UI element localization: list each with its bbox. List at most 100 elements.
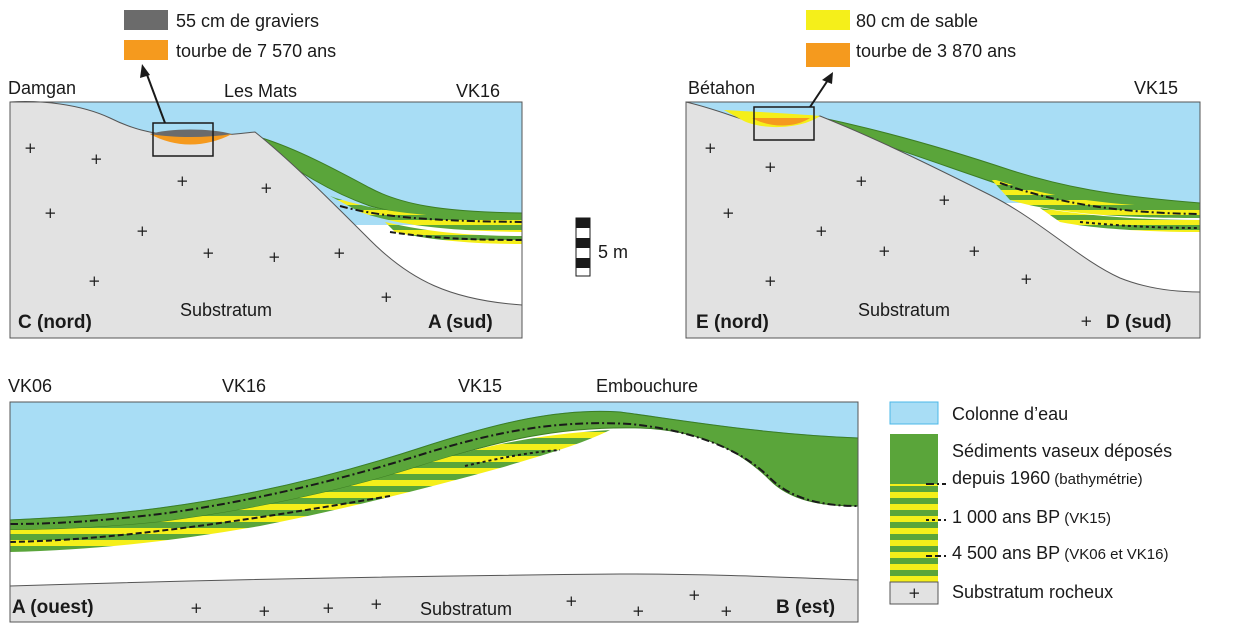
panel-c-a-horizon-4500 [389, 231, 523, 241]
panel-c-a-arrow-head [140, 64, 150, 78]
plus-mark: + [190, 599, 203, 617]
panel-c-a-lens-upper [330, 196, 522, 232]
plus-mark: + [764, 272, 777, 290]
legend-age1000-note: (VK15) [1060, 510, 1111, 527]
plus-mark: + [202, 244, 215, 262]
panel-e-d-substratum-label: Substratum [858, 300, 950, 320]
core-vk15-bottom: VK15 [458, 376, 502, 396]
plus-mark: + [333, 244, 346, 262]
legend-age4500-main: 4 500 ans BP [952, 543, 1060, 563]
panel-c-a-substratum-label: Substratum [180, 300, 272, 320]
plus-mark: + [720, 602, 733, 620]
corner-e-nord: E (nord) [696, 312, 769, 333]
plus-mark: + [90, 150, 103, 168]
panel-e-d-lens-upper [990, 178, 1200, 218]
place-embouchure: Embouchure [596, 376, 698, 396]
panel-a-b-horizon-1000 [464, 449, 561, 467]
plus-mark: + [136, 222, 149, 240]
panel-e-d-frame [685, 101, 1201, 339]
inset-sand-swatch [806, 10, 850, 30]
legend-mud-swatch [890, 434, 938, 484]
inset-peat-swatch [124, 40, 168, 60]
panel-a-b-stripes [10, 430, 610, 552]
core-vk16-bottom: VK16 [222, 376, 266, 396]
plus-mark: + [176, 172, 189, 190]
core-vk15-top: VK15 [1134, 78, 1178, 98]
panel-e-d: 80 cm de sable tourbe de 3 870 ans Bétah… [685, 10, 1201, 339]
legend-water-swatch [889, 401, 939, 425]
panel-c-a-gravel [150, 129, 232, 137]
panel-a-b-substratum [9, 573, 859, 623]
place-les-mats: Les Mats [224, 81, 297, 101]
plus-mark: + [44, 204, 57, 222]
place-betahon: Bétahon [688, 78, 755, 98]
corner-a-ouest: A (ouest) [12, 597, 94, 618]
legend-water-label: Colonne d’eau [952, 404, 1068, 424]
plus-mark: + [632, 602, 645, 620]
legend-mud-label-2-main: depuis 1960 [952, 468, 1050, 488]
panel-e-d-horizon-1000 [1079, 221, 1201, 229]
plus-mark: + [938, 191, 951, 209]
panel-c-a: 55 cm de graviers tourbe de 7 570 ans Da… [8, 10, 523, 339]
legend-mud-label-2: depuis 1960 (bathymétrie) [952, 468, 1143, 488]
panel-a-b-frame [9, 401, 859, 623]
scale-label: 5 m [598, 242, 628, 262]
panel-e-d-arrow-line [809, 79, 829, 108]
panel-c-a-peat [150, 134, 232, 145]
panel-a-b: VK06 VK16 VK15 Embouchure A (ouest) B (e… [8, 376, 859, 623]
panel-e-d-zoom-box [753, 106, 815, 141]
corner-c-nord: C (nord) [18, 312, 92, 333]
panel-a-b-substratum-label: Substratum [420, 599, 512, 619]
panel-e-d-horizon-1960 [999, 182, 1201, 215]
panel-c-a-lens-lower [385, 222, 522, 244]
panel-e-d-peat [752, 118, 810, 126]
plus-mark: + [565, 592, 578, 610]
plus-mark: + [968, 242, 981, 260]
plus-mark: + [815, 222, 828, 240]
inset-sand-label: 80 cm de sable [856, 11, 978, 31]
plus-mark: + [688, 586, 701, 604]
core-vk06: VK06 [8, 376, 52, 396]
place-damgan: Damgan [8, 78, 76, 98]
plus-mark: + [1020, 270, 1033, 288]
plus-mark: + [704, 139, 717, 157]
plus-mark: + [1080, 312, 1093, 330]
plus-mark: + [855, 172, 868, 190]
panel-e-d-lens-lower [1040, 208, 1200, 232]
legend-mud-label-1: Sédiments vaseux déposés [952, 441, 1172, 461]
legend-age1000-label: 1 000 ans BP (VK15) [952, 507, 1111, 527]
plus-mark: + [268, 248, 281, 266]
legend-stripes-swatch [890, 484, 938, 588]
inset-peat-swatch-2 [806, 43, 850, 67]
plus-mark: + [322, 599, 335, 617]
legend-age1000-main: 1 000 ans BP [952, 507, 1060, 527]
panel-a-b-horizon-4500 [9, 495, 391, 543]
legend-mud-label-2-note: (bathymétrie) [1050, 471, 1143, 488]
panel-e-d-plus-markers: + + + + + + + + + + + [704, 139, 1093, 330]
corner-d-sud: D (sud) [1106, 312, 1171, 333]
panel-c-a-zoom-box [152, 122, 214, 157]
legend-age4500-label: 4 500 ans BP (VK06 et VK16) [952, 543, 1169, 563]
corner-a-sud: A (sud) [428, 312, 493, 333]
legend-age4500-note: (VK06 et VK16) [1060, 546, 1168, 563]
panel-e-d-arrow-head [822, 72, 833, 84]
plus-mark: + [88, 272, 101, 290]
corner-b-est: B (est) [776, 597, 835, 618]
panel-a-b-plus-markers: + + + + + + + + [190, 586, 733, 620]
legend: Colonne d’eau Sédiments vaseux déposés d… [889, 401, 1172, 605]
inset-gravel-swatch [124, 10, 168, 30]
legend-rock-label: Substratum rocheux [952, 582, 1113, 602]
plus-mark: + [258, 602, 271, 620]
panel-c-a-arrow-line [145, 71, 166, 124]
inset-peat-label: tourbe de 7 570 ans [176, 41, 336, 61]
core-vk16-top: VK16 [456, 81, 500, 101]
legend-rock-swatch [889, 581, 939, 605]
plus-mark: + [260, 179, 273, 197]
plus-mark: + [24, 139, 37, 157]
panel-c-a-frame [9, 101, 523, 339]
plus-mark: + [764, 158, 777, 176]
panel-c-a-substratum [9, 101, 523, 339]
plus-mark: + [878, 242, 891, 260]
plus-mark: + [722, 204, 735, 222]
plus-mark: + [380, 288, 393, 306]
